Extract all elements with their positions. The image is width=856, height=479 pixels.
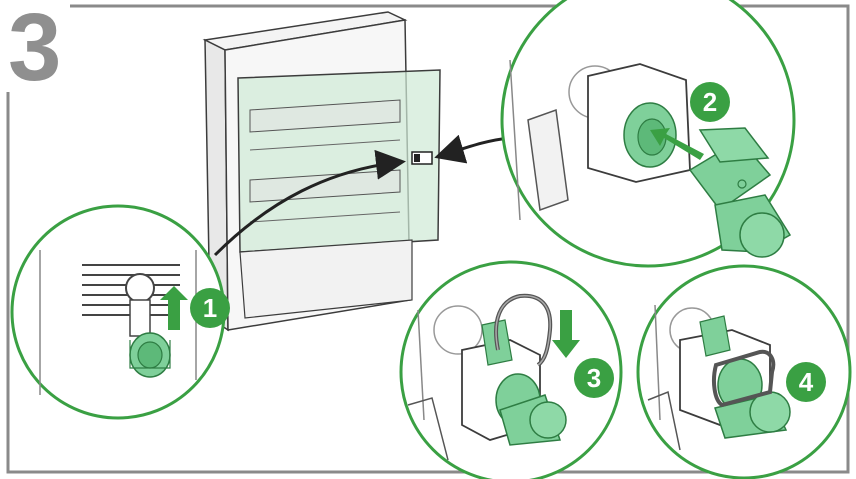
detail-circle-3 <box>399 260 623 479</box>
step-number: 3 <box>8 0 61 101</box>
detail-circle-2 <box>500 0 796 268</box>
badge-2: 2 <box>690 82 730 122</box>
badge-4: 4 <box>786 362 826 402</box>
svg-text:1: 1 <box>203 293 217 323</box>
detail-circle-4 <box>636 264 852 479</box>
badge-1: 1 <box>190 288 230 328</box>
badge-3: 3 <box>574 358 614 398</box>
svg-text:3: 3 <box>587 363 601 393</box>
svg-text:4: 4 <box>799 367 814 397</box>
svg-text:2: 2 <box>703 87 717 117</box>
enclosure <box>202 11 441 332</box>
